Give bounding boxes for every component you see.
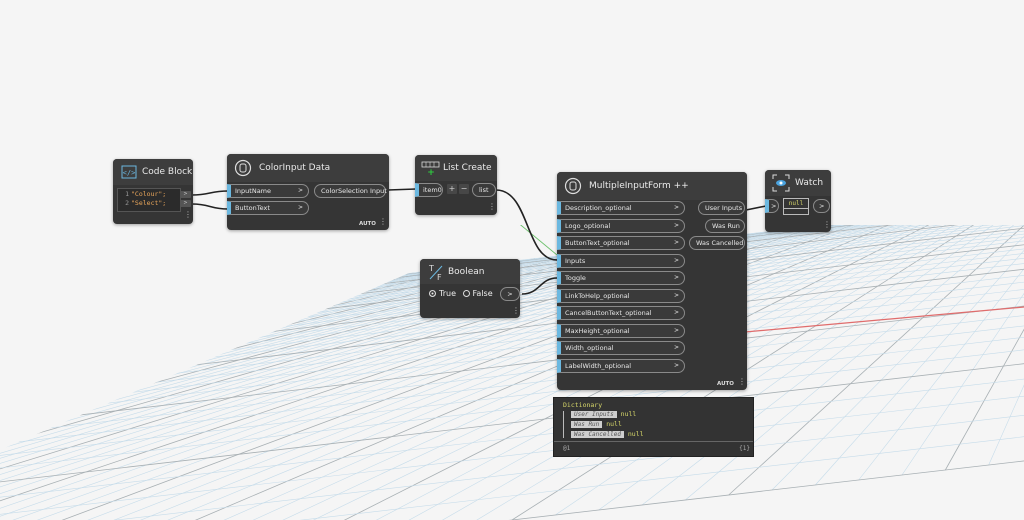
code-output-port-2[interactable]: >: [180, 200, 191, 207]
watch-input-port[interactable]: >: [765, 199, 779, 213]
boolean-output-port[interactable]: >: [500, 287, 520, 301]
input-port-linktohelp[interactable]: LinkToHelp_optional>: [557, 289, 685, 303]
watch-value: null: [784, 199, 808, 209]
code-block-title: Code Block: [142, 167, 193, 177]
multipleinputform-title: MultipleInputForm ++: [589, 181, 689, 191]
input-port-logo[interactable]: Logo_optional>: [557, 219, 685, 233]
node-menu-icon[interactable]: ⋮: [488, 202, 496, 211]
radio-unselected-icon: [462, 290, 470, 297]
boolean-radio-group: True False: [429, 289, 493, 298]
output-port-was-run[interactable]: Was Run: [705, 219, 745, 233]
preview-tree-line: [563, 411, 564, 438]
wire-userinputs-watch[interactable]: [745, 205, 767, 211]
preview-footer-level: @1: [563, 445, 571, 452]
wire-code-inputname[interactable]: [191, 190, 229, 196]
input-port-toggle[interactable]: Toggle>: [557, 271, 685, 285]
package-node-icon: [233, 158, 253, 178]
lacing-indicator[interactable]: AUTO: [717, 381, 734, 387]
multipleinputform-header[interactable]: MultipleInputForm ++: [557, 172, 747, 200]
watch-header[interactable]: Watch: [765, 170, 831, 196]
output-port-colorselection-input[interactable]: ColorSelection Input: [314, 184, 387, 198]
watch-eye-icon: [771, 173, 791, 193]
svg-text:+: +: [427, 168, 435, 176]
node-menu-icon[interactable]: ⋮: [184, 210, 192, 219]
input-port-description[interactable]: Description_optional>: [557, 201, 685, 215]
wire-colorinput-listcreate[interactable]: [387, 188, 417, 191]
preview-entry: Was Cancelled null: [557, 430, 644, 438]
wire-boolean-toggle[interactable]: [521, 277, 558, 295]
list-create-header[interactable]: + List Create: [415, 155, 497, 181]
radio-selected-icon: [429, 290, 436, 297]
svg-text:T: T: [428, 264, 434, 273]
list-create-title: List Create: [443, 163, 492, 173]
input-port-labelwidth[interactable]: LabelWidth_optional>: [557, 359, 685, 373]
radio-true[interactable]: True: [429, 289, 456, 298]
preview-entry: User Inputs null: [557, 410, 636, 418]
code-editor[interactable]: 1"Colour"; 2"Select";: [117, 188, 181, 212]
code-line: 1"Colour";: [125, 190, 167, 198]
code-icon: </>: [119, 162, 139, 182]
svg-text:</>: </>: [123, 169, 136, 177]
wire-list-inputs[interactable]: [495, 189, 558, 261]
watch-title: Watch: [795, 178, 824, 188]
input-port-item0[interactable]: item0: [415, 183, 443, 197]
radio-false[interactable]: False: [462, 289, 493, 298]
wire-code-buttontext[interactable]: [191, 203, 229, 210]
input-port-cancelbuttontext[interactable]: CancelButtonText_optional>: [557, 306, 685, 320]
code-output-port-1[interactable]: >: [180, 191, 191, 198]
node-menu-icon[interactable]: ⋮: [379, 217, 387, 226]
node-menu-icon[interactable]: ⋮: [512, 306, 520, 315]
input-port-buttontext[interactable]: ButtonText>: [227, 201, 309, 215]
output-port-was-cancelled[interactable]: Was Cancelled: [689, 236, 745, 250]
code-block-header[interactable]: </> Code Block: [113, 159, 193, 185]
watch-value-box: null: [783, 198, 809, 215]
input-port-width[interactable]: Width_optional>: [557, 341, 685, 355]
multipleinputform-node[interactable]: MultipleInputForm ++ Description_optiona…: [557, 172, 747, 390]
colorinput-data-node[interactable]: ColorInput Data InputName> ButtonText> C…: [227, 154, 389, 230]
output-port-user-inputs[interactable]: User Inputs: [698, 201, 745, 215]
code-block-node[interactable]: </> Code Block 1"Colour"; 2"Select"; > >…: [113, 159, 193, 224]
input-port-inputname[interactable]: InputName>: [227, 184, 309, 198]
lacing-indicator[interactable]: AUTO: [359, 221, 376, 227]
preview-divider: [554, 441, 753, 442]
colorinput-header[interactable]: ColorInput Data: [227, 154, 389, 182]
svg-text:F: F: [437, 273, 442, 281]
add-input-button[interactable]: +: [447, 184, 457, 194]
preview-entry: Was Run null: [557, 420, 622, 428]
list-create-icon: +: [421, 158, 441, 178]
preview-type-label: Dictionary: [563, 401, 603, 409]
remove-input-button[interactable]: −: [459, 184, 469, 194]
watch-output-port[interactable]: >: [813, 199, 830, 213]
node-preview-bubble[interactable]: Dictionary User Inputs null Was Run null…: [553, 397, 754, 457]
list-create-node[interactable]: + List Create item0 + − list ⋮: [415, 155, 497, 215]
input-port-inputs[interactable]: Inputs>: [557, 254, 685, 268]
output-port-list[interactable]: list: [472, 183, 496, 197]
code-line: 2"Select";: [125, 199, 167, 207]
node-menu-icon[interactable]: ⋮: [738, 377, 746, 386]
package-node-icon: [563, 176, 583, 196]
node-menu-icon[interactable]: ⋮: [823, 220, 831, 229]
colorinput-title: ColorInput Data: [259, 163, 331, 173]
input-port-maxheight[interactable]: MaxHeight_optional>: [557, 324, 685, 338]
input-port-buttontext[interactable]: ButtonText_optional>: [557, 236, 685, 250]
watch-node[interactable]: Watch > null > ⋮: [765, 170, 831, 232]
boolean-title: Boolean: [448, 266, 485, 277]
preview-footer-count: {1}: [739, 445, 750, 452]
